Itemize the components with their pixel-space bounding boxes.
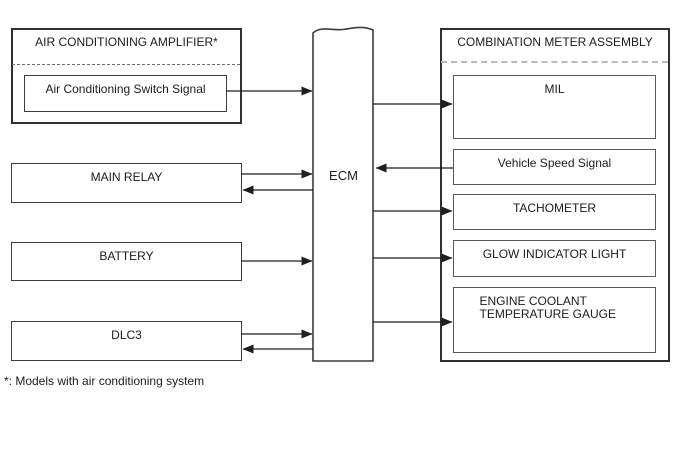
ecm-label: ECM — [329, 168, 358, 183]
tachometer-label: TACHOMETER — [512, 201, 597, 215]
battery-box: BATTERY — [11, 242, 242, 281]
battery-label: BATTERY — [99, 249, 154, 263]
combination-meter-dashed-separator — [441, 61, 668, 63]
ac-amplifier-title: AIR CONDITIONING AMPLIFIER* — [35, 35, 218, 49]
main-relay-label: MAIN RELAY — [90, 170, 163, 184]
main-relay-box: MAIN RELAY — [11, 163, 242, 203]
tachometer-box: TACHOMETER — [453, 194, 656, 230]
glow-indicator-light-label: GLOW INDICATOR LIGHT — [482, 247, 627, 261]
dlc3-box: DLC3 — [11, 321, 242, 361]
ac-amplifier-dashed-separator — [12, 64, 240, 65]
ac-switch-signal-box: Air Conditioning Switch Signal — [24, 75, 227, 112]
mil-label: MIL — [544, 82, 565, 96]
dlc3-label: DLC3 — [111, 328, 142, 342]
engine-coolant-temperature-gauge-box: ENGINE COOLANT TEMPERATURE GAUGE — [453, 287, 656, 353]
ac-switch-signal-label: Air Conditioning Switch Signal — [45, 82, 206, 96]
engine-coolant-temperature-gauge-label: ENGINE COOLANT TEMPERATURE GAUGE — [479, 294, 616, 321]
ecm-box — [312, 26, 374, 362]
glow-indicator-light-box: GLOW INDICATOR LIGHT — [453, 240, 656, 277]
vehicle-speed-signal-box: Vehicle Speed Signal — [453, 149, 656, 185]
mil-box: MIL — [453, 75, 656, 139]
combination-meter-title: COMBINATION METER ASSEMBLY — [457, 35, 653, 49]
vehicle-speed-signal-label: Vehicle Speed Signal — [497, 156, 612, 170]
footnote: *: Models with air conditioning system — [4, 374, 205, 388]
